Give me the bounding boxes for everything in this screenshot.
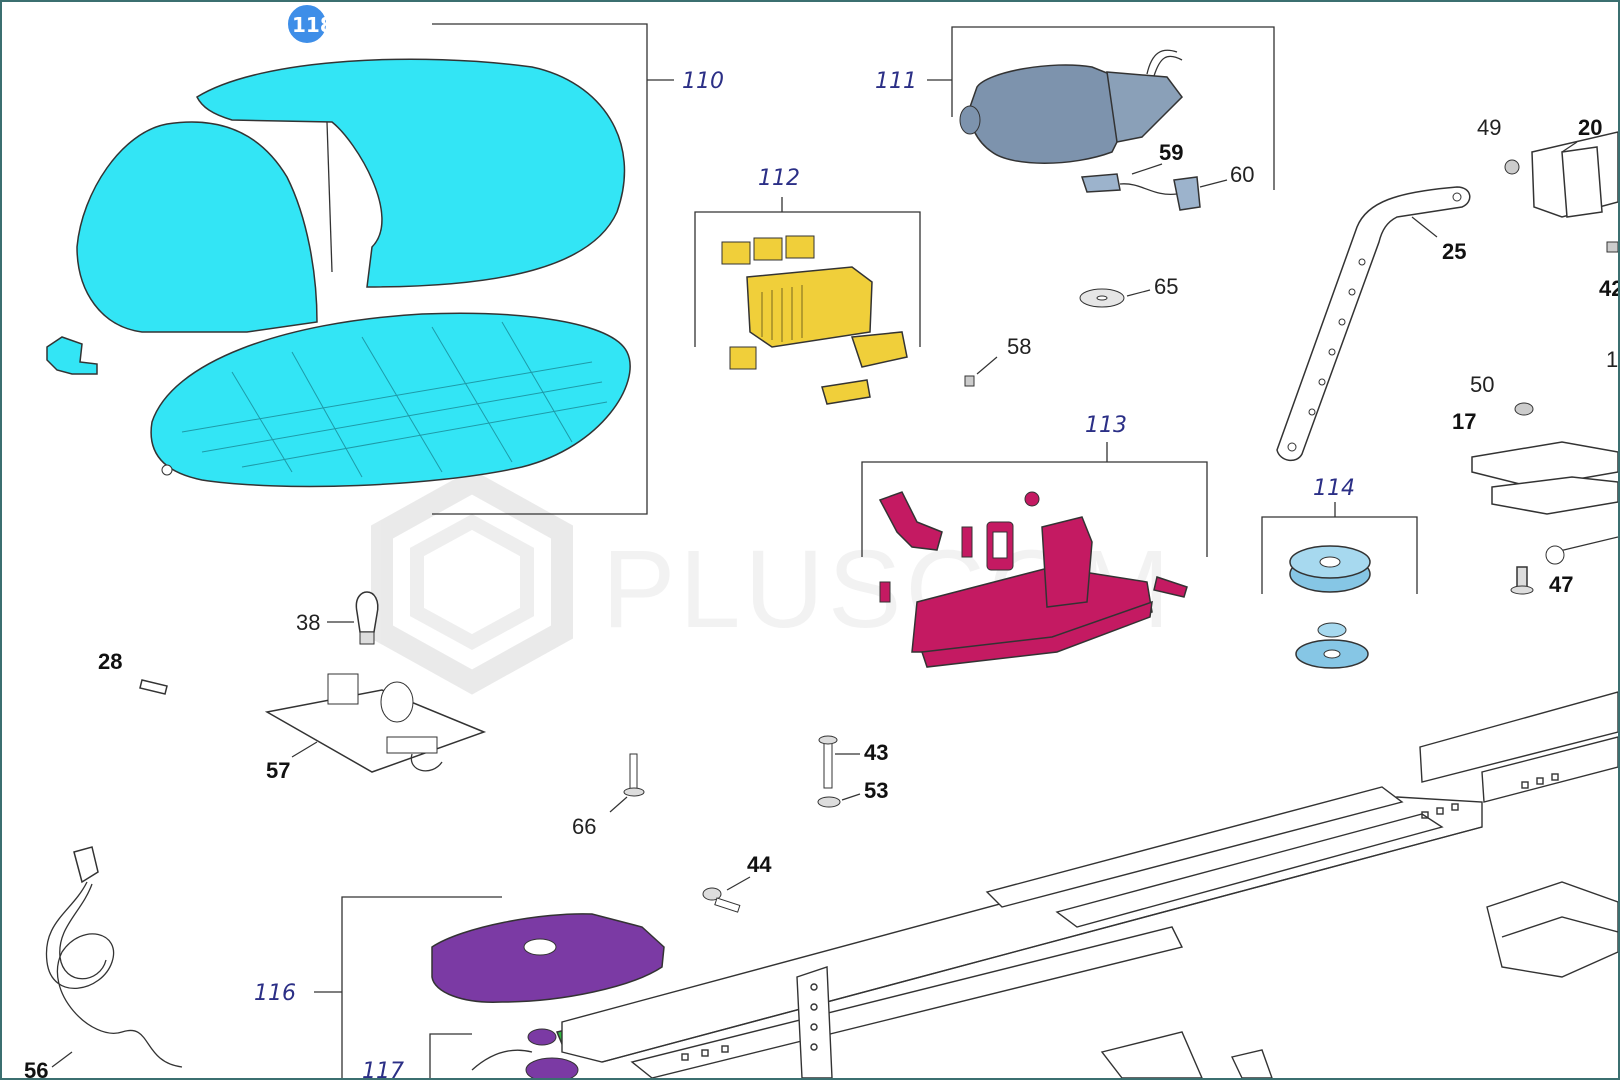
- part-57-circuit-board: 57: [264, 673, 487, 783]
- carriage-lever: [878, 491, 943, 551]
- part-label-66: 66: [572, 814, 596, 839]
- kit-112-transformer: 112: [694, 166, 921, 405]
- part-65-washer: 65: [1079, 274, 1178, 308]
- part-label-58: 58: [1007, 334, 1031, 359]
- part-label-38: 38: [296, 610, 320, 635]
- carriage-upright: [1041, 516, 1093, 608]
- part-label-53: 53: [864, 778, 888, 803]
- part-label-44: 44: [747, 852, 772, 877]
- part-label-1: 1: [1606, 347, 1618, 372]
- part-47-bolt: 47: [1510, 536, 1618, 597]
- part-53-washer: 53: [817, 778, 888, 808]
- motor-gearbox: [1106, 71, 1183, 143]
- kit-label-116: 116: [254, 981, 296, 1006]
- housing-plate: [431, 913, 665, 1003]
- part-42: 42: [1599, 241, 1618, 301]
- part-label-17: 17: [1452, 409, 1476, 434]
- kit-116-housing: 116: [254, 896, 665, 1078]
- part-20-bracket: 20: [1531, 115, 1618, 218]
- kit-label-114: 114: [1313, 476, 1355, 501]
- part-label-49: 49: [1477, 115, 1501, 140]
- part-66-screw: 66: [572, 753, 645, 839]
- kit-label-111: 111: [875, 69, 917, 94]
- kit-label-113: 113: [1085, 413, 1127, 438]
- kit-113-carriage: 113: [861, 413, 1208, 668]
- cover-clip: [46, 336, 98, 375]
- part-label-47: 47: [1549, 572, 1573, 597]
- cover-front-quarter: [76, 121, 318, 333]
- kit-label-117: 117: [362, 1059, 404, 1078]
- part-59-sensor: [1080, 173, 1121, 193]
- cover-top-shell: [196, 58, 626, 288]
- part-49-nut: 49: [1477, 115, 1520, 175]
- part-label-56: 56: [24, 1058, 48, 1078]
- part-label-59: 59: [1159, 140, 1183, 165]
- transformer-windings: [761, 285, 803, 342]
- rail-assembly: [561, 691, 1618, 1078]
- part-28-fuse: 28: [98, 649, 168, 695]
- transformer-core: [746, 266, 873, 348]
- part-50-washer: 50: [1470, 372, 1534, 416]
- part-43-bolt: 43: [818, 735, 888, 789]
- part-label-43: 43: [864, 740, 888, 765]
- part-56-power-cord: 56: [24, 846, 183, 1078]
- cover-base-tray: [150, 312, 631, 488]
- part-1: 1: [1606, 347, 1618, 372]
- motor-body: [968, 64, 1128, 164]
- kit-label-112: 112: [758, 166, 800, 191]
- part-label-20: 20: [1578, 115, 1602, 140]
- part-label-50: 50: [1470, 372, 1494, 397]
- part-58: 58: [964, 334, 1031, 387]
- part-44-screw: 44: [702, 852, 772, 913]
- part-label-57: 57: [266, 758, 290, 783]
- part-60-bracket: [1173, 176, 1201, 211]
- kit-111-motor: 111 59 60: [875, 26, 1275, 211]
- part-label-60: 60: [1230, 162, 1254, 187]
- badge-118-text: 118: [292, 13, 334, 37]
- part-38-bulb: 38: [296, 591, 379, 645]
- kit-label-110: 110: [682, 69, 724, 94]
- part-label-65: 65: [1154, 274, 1178, 299]
- tray-ribs: [181, 321, 608, 478]
- badge-118[interactable]: 118: [286, 3, 334, 45]
- part-25-arm: 25: [1276, 186, 1471, 462]
- kit-114-pulleys: 114: [1261, 476, 1418, 669]
- part-17-plates: 17: [1452, 409, 1618, 515]
- part-label-25: 25: [1442, 239, 1466, 264]
- part-label-42: 42: [1599, 276, 1618, 301]
- part-label-28: 28: [98, 649, 122, 674]
- kit-110-cover: 110: [46, 23, 724, 515]
